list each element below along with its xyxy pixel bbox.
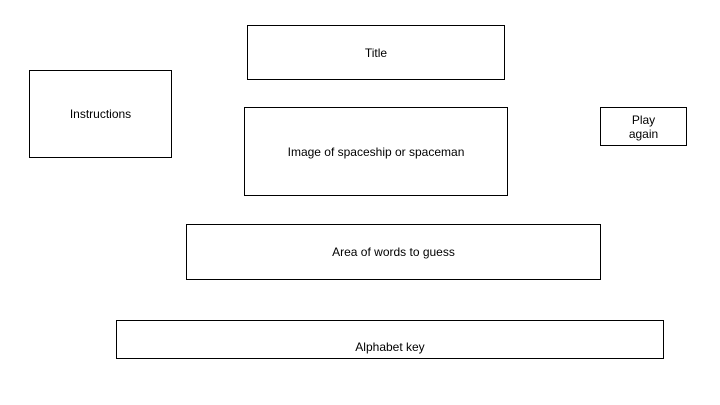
- image-label: Image of spaceship or spaceman: [287, 144, 465, 159]
- instructions-label: Instructions: [69, 107, 132, 121]
- play-again-button[interactable]: Play again: [600, 107, 687, 146]
- title-placeholder: Title: [247, 25, 505, 80]
- title-label: Title: [364, 45, 388, 60]
- alphabet-key-label: Alphabet key: [355, 339, 425, 354]
- alphabet-key-area[interactable]: Alphabet key: [116, 320, 664, 359]
- image-placeholder: Image of spaceship or spaceman: [244, 107, 508, 196]
- instructions-placeholder: Instructions: [29, 70, 172, 158]
- words-area-label: Area of words to guess: [332, 245, 455, 259]
- words-to-guess-area: Area of words to guess: [186, 224, 601, 280]
- play-again-label: Play again: [628, 112, 659, 141]
